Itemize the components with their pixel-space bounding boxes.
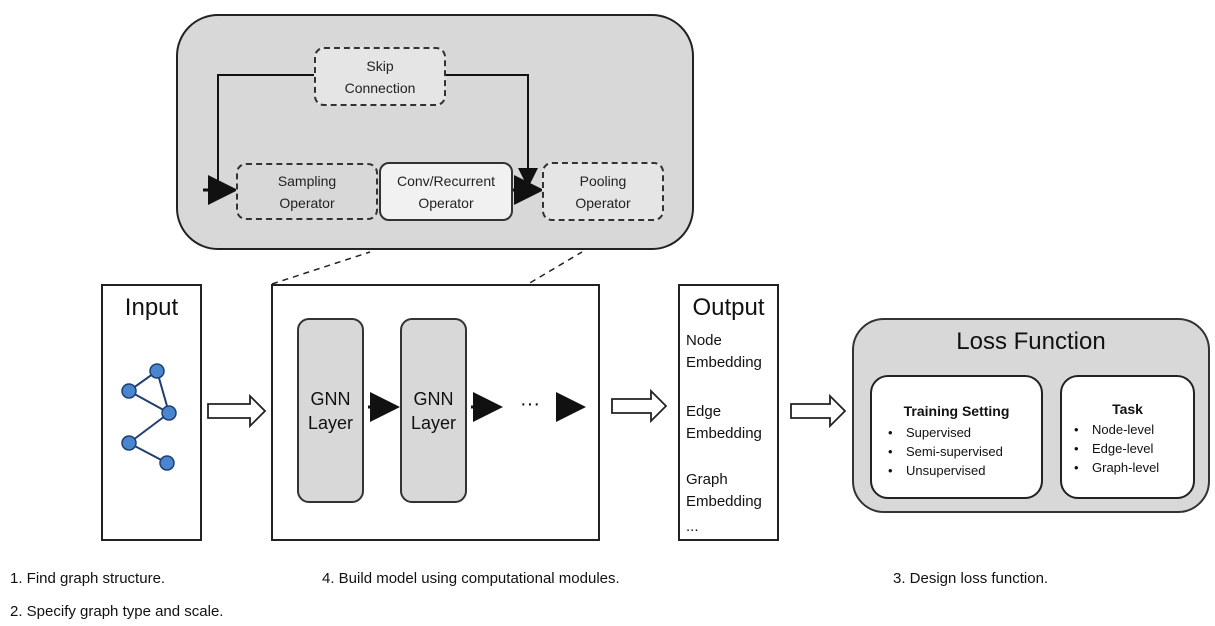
training-setting-list: Supervised Semi-supervised Unsupervised: [884, 423, 1003, 480]
output-edge-line1: Edge: [686, 403, 722, 420]
graph-node: [159, 455, 175, 471]
step-design-loss: 3. Design loss function.: [893, 570, 1049, 587]
pooling-operator-box: Pooling Operator: [542, 162, 664, 221]
block-arrow-output-to-loss: [790, 393, 847, 429]
more-layers-ellipsis: ···: [520, 393, 540, 415]
pooling-label-line2: Operator: [575, 194, 631, 211]
output-graph-line2: Embedding: [686, 493, 762, 510]
gnn-layer-label-line1: GNN: [413, 388, 454, 409]
graph-node: [149, 363, 165, 379]
task-item: Node-level: [1070, 420, 1159, 439]
skip-path-right: [446, 74, 538, 188]
gnn-layer-block: GNN Layer: [297, 318, 364, 503]
step-find-graph-structure: 1. Find graph structure.: [10, 570, 166, 587]
task-box: Task Node-level Edge-level Graph-level: [1060, 375, 1195, 499]
conv-label-line1: Conv/Recurrent: [396, 172, 496, 189]
gnn-layer-label-line2: Layer: [410, 412, 457, 433]
input-title: Input: [124, 294, 179, 321]
output-edge-embedding: Edge Embedding: [686, 401, 762, 445]
training-item: Unsupervised: [884, 461, 1003, 480]
output-graph-line1: Graph: [686, 471, 728, 488]
task-item: Edge-level: [1070, 439, 1159, 458]
task-item: Graph-level: [1070, 458, 1159, 477]
sampling-operator-box: Sampling Operator: [236, 163, 378, 220]
graph-node: [161, 405, 177, 421]
block-arrow-model-to-output: [611, 388, 668, 424]
gnn-layer-label-line1: GNN: [310, 388, 351, 409]
output-more: ...: [686, 518, 699, 535]
skip-label-line1: Skip: [366, 57, 394, 74]
output-node-line2: Embedding: [686, 354, 762, 371]
training-setting-title: Training Setting: [903, 403, 1010, 419]
conv-recurrent-operator-box: Conv/Recurrent Operator: [379, 162, 513, 221]
training-item: Supervised: [884, 423, 1003, 442]
sampling-label-line1: Sampling: [277, 172, 337, 189]
output-panel: [678, 284, 779, 541]
output-node-line1: Node: [686, 332, 722, 349]
skip-label-line2: Connection: [344, 79, 416, 96]
skip-connection-box: Skip Connection: [314, 47, 446, 106]
graph-structure-icon: [121, 363, 177, 471]
task-list: Node-level Edge-level Graph-level: [1070, 420, 1159, 477]
sampling-label-line2: Operator: [279, 194, 335, 211]
input-panel: [101, 284, 202, 541]
training-item: Semi-supervised: [884, 442, 1003, 461]
skip-path-left: [217, 74, 314, 190]
output-edge-line2: Embedding: [686, 425, 762, 442]
gnn-layer-block: GNN Layer: [400, 318, 467, 503]
training-setting-box: Training Setting Supervised Semi-supervi…: [870, 375, 1043, 499]
step-build-model: 4. Build model using computational modul…: [322, 570, 620, 587]
conv-label-line2: Operator: [418, 194, 474, 211]
step-specify-graph-type: 2. Specify graph type and scale.: [10, 603, 224, 620]
graph-node: [121, 435, 137, 451]
block-arrow-input-to-model: [207, 393, 267, 429]
graph-node: [121, 383, 137, 399]
gnn-layer-label-line2: Layer: [307, 412, 354, 433]
output-node-embedding: Node Embedding: [686, 330, 762, 374]
task-title: Task: [1112, 401, 1143, 417]
output-title: Output: [692, 294, 765, 321]
output-graph-embedding: Graph Embedding: [686, 469, 762, 513]
loss-function-title: Loss Function: [956, 328, 1106, 355]
pooling-label-line1: Pooling: [579, 172, 627, 189]
